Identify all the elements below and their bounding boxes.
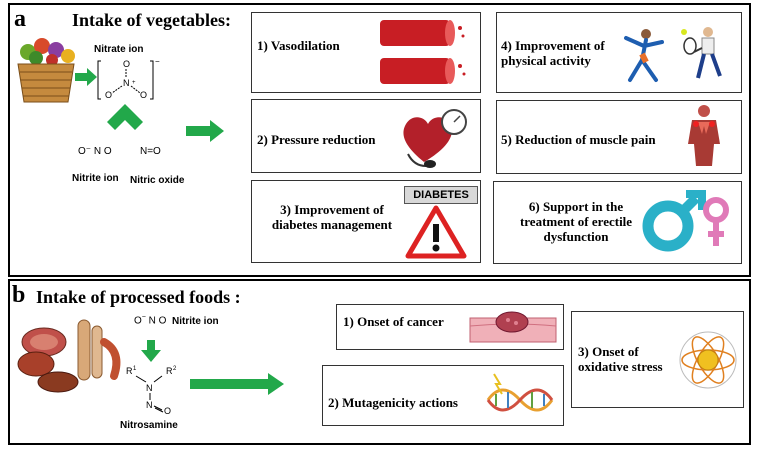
nitric-oxide-label: Nitric oxide xyxy=(130,175,185,186)
svg-text:R: R xyxy=(126,366,133,376)
effect-activity-box xyxy=(496,12,742,93)
svg-text:O: O xyxy=(123,59,130,69)
effect-label: 4) Improvement of physical activity xyxy=(501,38,605,68)
panel-b xyxy=(8,279,751,445)
effect-label: 3) Improvement of diabetes management xyxy=(271,202,393,232)
effect-label: 2) Mutagenicity actions xyxy=(328,395,458,410)
arrow-right-icon xyxy=(75,68,97,86)
heart-pressure-icon xyxy=(403,109,467,168)
vegetable-basket-icon xyxy=(17,38,75,103)
nitrite-ion-label-b: Nitrite ion xyxy=(172,316,219,327)
blood-vessel-icon xyxy=(380,20,466,84)
panel-b-title: Intake of processed foods : xyxy=(36,287,241,307)
panel-a-letter: a xyxy=(14,6,26,32)
svg-text:N: N xyxy=(146,383,153,393)
svg-text:O: O xyxy=(140,90,147,100)
svg-text:N: N xyxy=(123,78,130,88)
svg-text:N: N xyxy=(146,400,153,410)
svg-text:R: R xyxy=(166,366,173,376)
svg-text:2: 2 xyxy=(173,366,177,372)
atom-icon xyxy=(679,331,737,389)
arrow-down-icon xyxy=(141,340,161,362)
svg-text:O: O xyxy=(164,406,171,416)
panel-b-letter: b xyxy=(12,282,26,308)
svg-text:1: 1 xyxy=(133,366,137,372)
nitrite-formula-b: O− N O xyxy=(134,314,167,327)
effect-label: 1) Vasodilation xyxy=(257,38,340,53)
svg-text:O: O xyxy=(105,90,112,100)
nitrite-ion-label: Nitrite ion xyxy=(72,173,119,184)
effect-label: 1) Onset of cancer xyxy=(343,314,444,329)
warning-icon xyxy=(405,205,467,259)
nitrosamine-label: Nitrosamine xyxy=(120,420,178,431)
dna-icon xyxy=(486,373,554,412)
arrow-right-icon xyxy=(186,120,224,142)
nitrite-formula: O⁻ N O xyxy=(78,146,112,157)
effect-label: 6) Support in the treatment of erectile … xyxy=(519,199,633,244)
arrow-right-icon xyxy=(190,373,284,395)
effect-label: 3) Onset of oxidative stress xyxy=(578,344,663,374)
panel-a-title: Intake of vegetables: xyxy=(72,10,231,30)
tissue-cancer-icon xyxy=(469,311,557,343)
svg-text:−: − xyxy=(155,57,160,66)
exercise-icon xyxy=(624,27,722,82)
svg-text:+: + xyxy=(132,80,136,86)
chevron-up-icon xyxy=(107,104,143,130)
nitrate-ion-label: Nitrate ion xyxy=(94,44,144,55)
panel-a xyxy=(8,3,751,277)
muscle-body-icon xyxy=(688,105,720,166)
effect-label: 5) Reduction of muscle pain xyxy=(501,132,656,147)
nitric-oxide-formula: N=O xyxy=(140,146,161,157)
effect-label: 2) Pressure reduction xyxy=(257,132,376,147)
diabetes-sign: DIABETES xyxy=(404,186,478,204)
gender-symbols-icon xyxy=(642,190,729,252)
processed-meat-icon xyxy=(17,319,121,393)
nitrosamine-structure: R 1 R 2 N N O xyxy=(126,366,177,416)
nitrate-structure: − O N + O O xyxy=(97,57,160,100)
